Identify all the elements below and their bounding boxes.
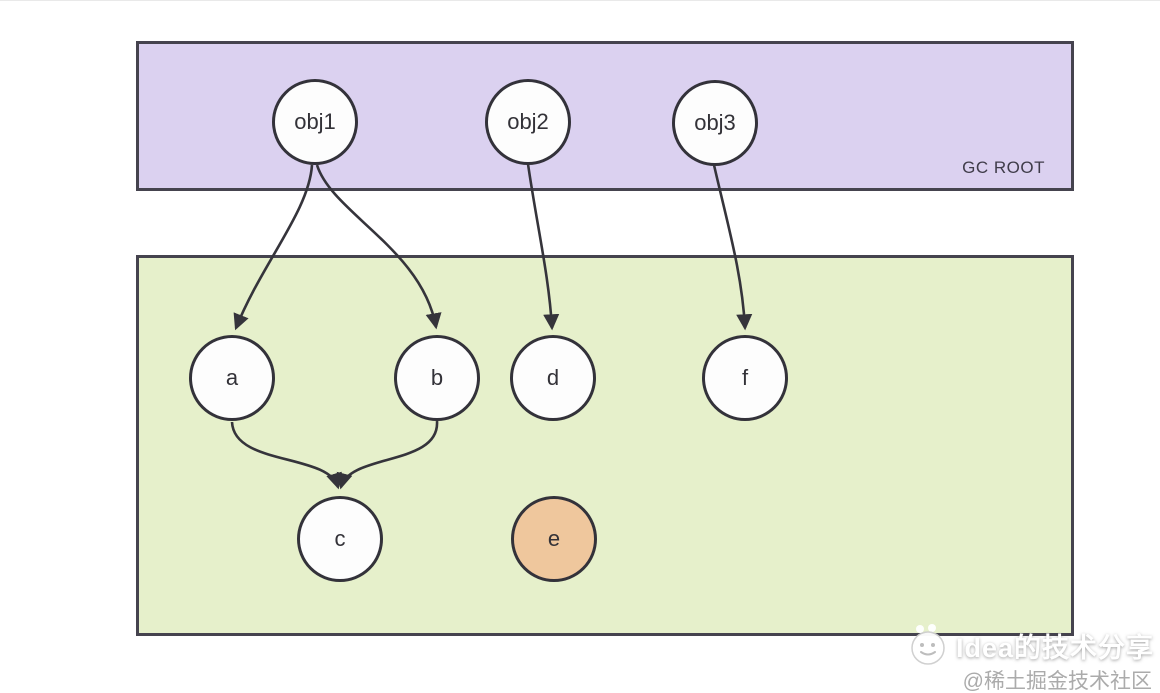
node-e: e <box>511 496 597 582</box>
node-d-label: d <box>546 365 560 390</box>
node-b-label: b <box>430 365 444 390</box>
node-obj1-label: obj1 <box>294 109 336 134</box>
gc-root-label: GC ROOT <box>962 158 1045 177</box>
node-f-label: f <box>741 365 749 390</box>
heap-region <box>136 255 1074 636</box>
node-obj1: obj1 <box>272 79 358 165</box>
watermark-line1: Idea的技术分享 <box>955 632 1154 663</box>
watermark-face-icon <box>911 624 945 665</box>
node-obj3: obj3 <box>672 80 758 166</box>
node-c-label: c <box>334 526 346 551</box>
node-obj2: obj2 <box>485 79 571 165</box>
watermark: Idea的技术分享 @稀土掘金技术社区 <box>906 623 1154 693</box>
watermark-line2: @稀土掘金技术社区 <box>962 670 1152 693</box>
node-obj3-label: obj3 <box>694 110 736 135</box>
node-d: d <box>510 335 596 421</box>
node-b: b <box>394 335 480 421</box>
node-a-label: a <box>225 365 239 390</box>
node-c: c <box>297 496 383 582</box>
watermark-row1: Idea的技术分享 <box>906 623 1154 667</box>
node-f: f <box>702 335 788 421</box>
node-e-label: e <box>547 526 561 551</box>
node-obj2-label: obj2 <box>507 109 549 134</box>
node-a: a <box>189 335 275 421</box>
